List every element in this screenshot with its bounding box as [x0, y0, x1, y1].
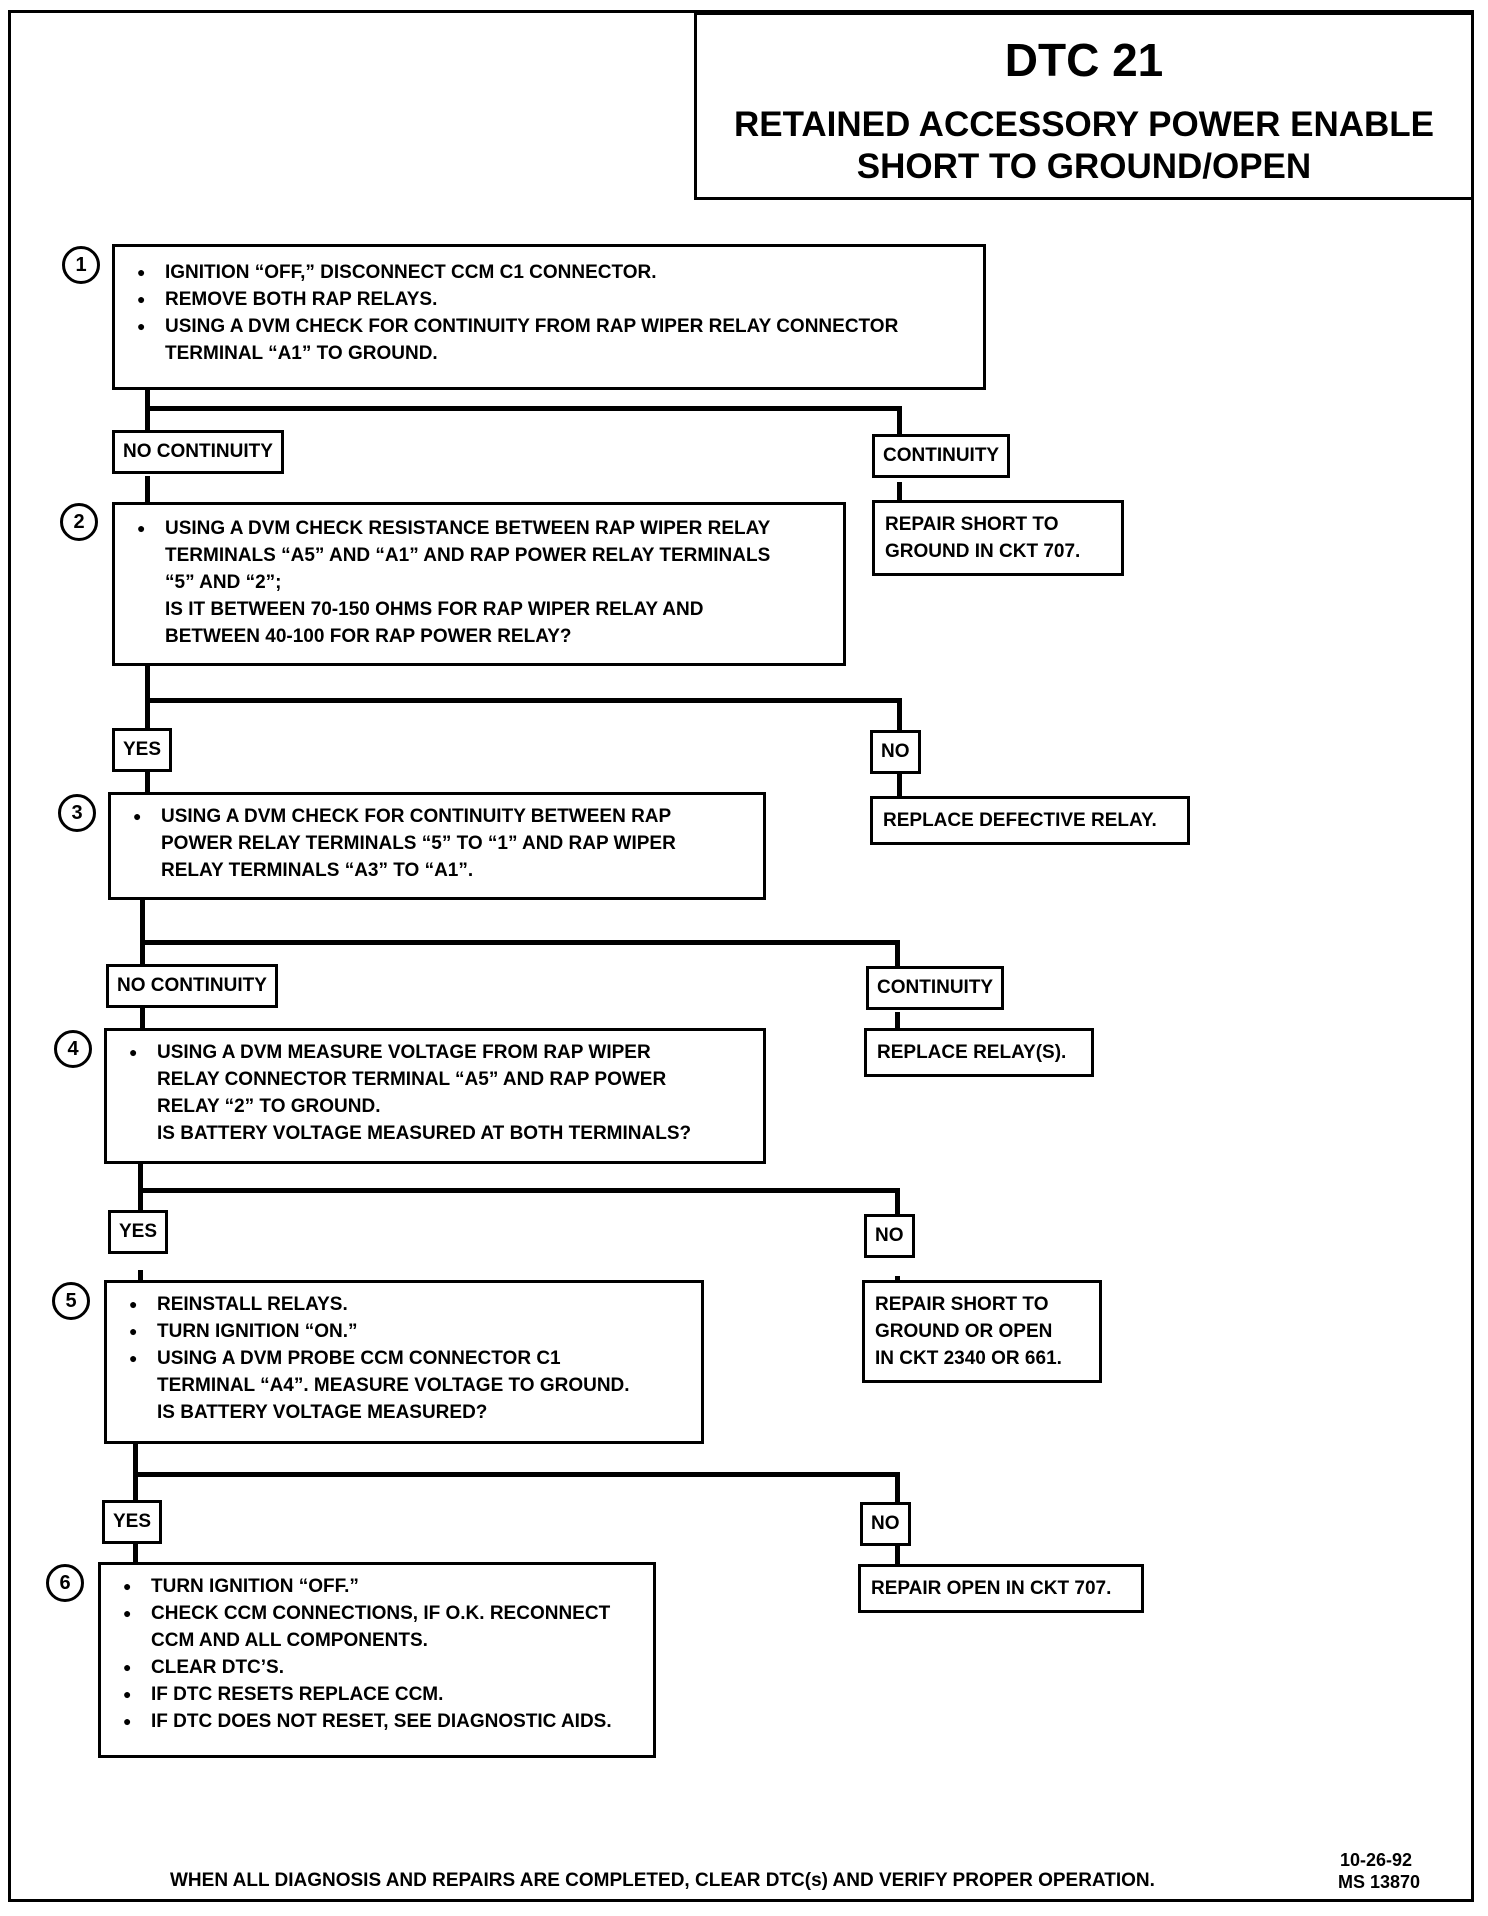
result-line: IN CKT 2340 OR 661.	[875, 1348, 1062, 1369]
step-box-5: REINSTALL RELAYS. TURN IGNITION “ON.” US…	[104, 1280, 704, 1444]
branch-4-left-label: YES	[108, 1210, 169, 1254]
page-frame	[8, 10, 1474, 1902]
branch-5-left-label: YES	[102, 1500, 163, 1544]
step-4-line: RELAY “2” TO GROUND.	[157, 1096, 381, 1117]
connector-line	[138, 1160, 143, 1232]
step-6-line: TURN IGNITION “OFF.”	[113, 1573, 641, 1600]
step-3-line: USING A DVM CHECK FOR CONTINUITY BETWEEN…	[123, 803, 751, 830]
branch-1-result: REPAIR SHORT TO GROUND IN CKT 707.	[872, 500, 1124, 576]
step-1-line: USING A DVM CHECK FOR CONTINUITY FROM RA…	[127, 313, 971, 340]
result-line: REPAIR OPEN IN CKT 707.	[871, 1578, 1112, 1599]
branch-3-right-label: CONTINUITY	[866, 966, 1005, 1010]
step-box-3: USING A DVM CHECK FOR CONTINUITY BETWEEN…	[108, 792, 766, 900]
step-number-4: 4	[54, 1030, 92, 1068]
step-box-6: TURN IGNITION “OFF.” CHECK CCM CONNECTIO…	[98, 1562, 656, 1758]
step-4-line: USING A DVM MEASURE VOLTAGE FROM RAP WIP…	[119, 1039, 751, 1066]
connector-line	[138, 1188, 900, 1193]
connector-line	[897, 482, 902, 502]
step-5-line: TURN IGNITION “ON.”	[119, 1318, 689, 1345]
connector-line	[145, 772, 150, 794]
step-2-line: USING A DVM CHECK RESISTANCE BETWEEN RAP…	[127, 515, 831, 542]
connector-line	[895, 1544, 900, 1566]
step-1-line: REMOVE BOTH RAP RELAYS.	[127, 286, 971, 313]
connector-line	[140, 940, 900, 945]
step-number-6: 6	[46, 1564, 84, 1602]
step-6-line: CHECK CCM CONNECTIONS, IF O.K. RECONNECT	[113, 1600, 641, 1627]
title-block: DTC 21 RETAINED ACCESSORY POWER ENABLE S…	[694, 12, 1474, 200]
dtc-code: DTC 21	[1004, 34, 1164, 86]
dtc-title-line-1: RETAINED ACCESSORY POWER ENABLE	[733, 105, 1435, 144]
step-6-line: IF DTC DOES NOT RESET, SEE DIAGNOSTIC AI…	[113, 1708, 641, 1735]
connector-line	[145, 390, 150, 432]
step-5-line: TERMINAL “A4”. MEASURE VOLTAGE TO GROUND…	[157, 1375, 630, 1396]
result-line: REPLACE RELAY(S).	[877, 1042, 1067, 1063]
connector-line	[145, 698, 902, 703]
branch-1-left-label: NO CONTINUITY	[112, 430, 284, 474]
step-2-line: BETWEEN 40-100 FOR RAP POWER RELAY?	[165, 626, 572, 647]
connector-line	[145, 476, 150, 504]
branch-3-left-label: NO CONTINUITY	[106, 964, 278, 1008]
step-number-5: 5	[52, 1282, 90, 1320]
result-line: REPAIR SHORT TO	[875, 1294, 1049, 1315]
connector-line	[897, 406, 902, 436]
connector-line	[145, 406, 902, 411]
connector-line	[895, 1188, 900, 1236]
connector-line	[133, 1472, 900, 1477]
result-line: GROUND IN CKT 707.	[885, 541, 1081, 562]
step-2-line: IS IT BETWEEN 70-150 OHMS FOR RAP WIPER …	[165, 599, 704, 620]
connector-line	[895, 1472, 900, 1504]
connector-line	[133, 1542, 138, 1566]
branch-2-result: REPLACE DEFECTIVE RELAY.	[870, 796, 1190, 845]
step-number-1: 1	[62, 246, 100, 284]
step-5-line: IS BATTERY VOLTAGE MEASURED?	[157, 1402, 488, 1423]
dtc-title-line-2: SHORT TO GROUND/OPEN	[856, 147, 1312, 186]
connector-line	[138, 1270, 143, 1286]
step-5-line: REINSTALL RELAYS.	[119, 1291, 689, 1318]
branch-4-result: REPAIR SHORT TO GROUND OR OPEN IN CKT 23…	[862, 1280, 1102, 1383]
step-box-4: USING A DVM MEASURE VOLTAGE FROM RAP WIP…	[104, 1028, 766, 1164]
connector-line	[140, 898, 145, 966]
result-line: REPLACE DEFECTIVE RELAY.	[883, 810, 1157, 831]
step-2-line: TERMINALS “A5” AND “A1” AND RAP POWER RE…	[165, 545, 771, 566]
step-6-line: CCM AND ALL COMPONENTS.	[151, 1630, 428, 1651]
step-3-line: RELAY TERMINALS “A3” TO “A1”.	[161, 860, 474, 881]
branch-2-right-label: NO	[870, 730, 921, 774]
step-number-3: 3	[58, 794, 96, 832]
step-3-line: POWER RELAY TERMINALS “5” TO “1” AND RAP…	[161, 833, 676, 854]
connector-line	[140, 1008, 145, 1030]
step-4-line: RELAY CONNECTOR TERMINAL “A5” AND RAP PO…	[157, 1069, 667, 1090]
connector-line	[895, 1012, 900, 1028]
step-5-line: USING A DVM PROBE CCM CONNECTOR C1	[119, 1345, 689, 1372]
branch-3-result: REPLACE RELAY(S).	[864, 1028, 1094, 1077]
step-box-1: IGNITION “OFF,” DISCONNECT CCM C1 CONNEC…	[112, 244, 986, 390]
step-4-line: IS BATTERY VOLTAGE MEASURED AT BOTH TERM…	[157, 1123, 692, 1144]
branch-4-right-label: NO	[864, 1214, 915, 1258]
step-1-line: TERMINAL “A1” TO GROUND.	[165, 343, 438, 364]
footer-note: WHEN ALL DIAGNOSIS AND REPAIRS ARE COMPL…	[170, 1870, 1155, 1891]
result-line: GROUND OR OPEN	[875, 1321, 1053, 1342]
connector-line	[895, 940, 900, 972]
document-code: MS 13870	[1338, 1872, 1421, 1892]
branch-5-result: REPAIR OPEN IN CKT 707.	[858, 1564, 1144, 1613]
connector-line	[897, 698, 902, 730]
step-6-line: CLEAR DTC’S.	[113, 1654, 641, 1681]
result-line: REPAIR SHORT TO	[885, 514, 1059, 535]
branch-5-right-label: NO	[860, 1502, 911, 1546]
connector-line	[897, 774, 902, 798]
step-6-line: IF DTC RESETS REPLACE CCM.	[113, 1681, 641, 1708]
branch-1-right-label: CONTINUITY	[872, 434, 1011, 478]
step-number-2: 2	[60, 503, 98, 541]
branch-2-left-label: YES	[112, 728, 173, 772]
document-date: 10-26-92	[1340, 1850, 1413, 1870]
step-box-2: USING A DVM CHECK RESISTANCE BETWEEN RAP…	[112, 502, 846, 666]
step-2-line: “5” AND “2”;	[165, 572, 282, 593]
step-1-line: IGNITION “OFF,” DISCONNECT CCM C1 CONNEC…	[127, 259, 971, 286]
